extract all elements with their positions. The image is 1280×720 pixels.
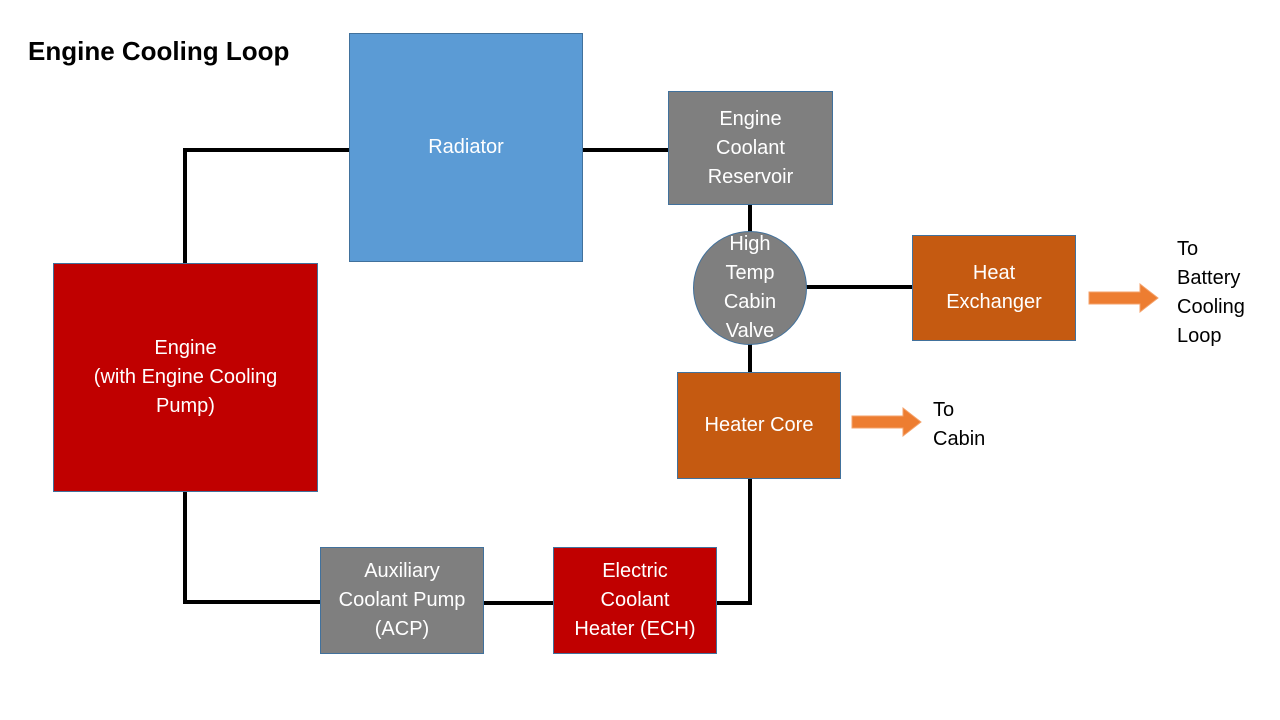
reservoir-box: Engine Coolant Reservoir bbox=[668, 91, 833, 205]
cabin-arrow-icon bbox=[851, 406, 922, 438]
acp-to-engine-line bbox=[183, 489, 322, 604]
battery-loop-label: To Battery Cooling Loop bbox=[1177, 238, 1245, 347]
battery-arrow-icon bbox=[1088, 282, 1159, 314]
engine-box: Engine (with Engine Cooling Pump) bbox=[53, 263, 318, 492]
ech-box: Electric Coolant Heater (ECH) bbox=[553, 547, 717, 654]
heat-exchanger-box: Heat Exchanger bbox=[912, 235, 1076, 341]
valve-circle: High Temp Cabin Valve bbox=[693, 231, 807, 345]
diagram-title: Engine Cooling Loop bbox=[28, 36, 290, 66]
acp-box: Auxiliary Coolant Pump (ACP) bbox=[320, 547, 484, 654]
heater-core-box: Heater Core bbox=[677, 372, 841, 479]
cabin-label: To Cabin bbox=[933, 399, 986, 450]
heater-core-to-ech-line bbox=[714, 476, 752, 605]
radiator-box: Radiator bbox=[349, 33, 583, 262]
engine-to-radiator-line bbox=[183, 148, 352, 265]
